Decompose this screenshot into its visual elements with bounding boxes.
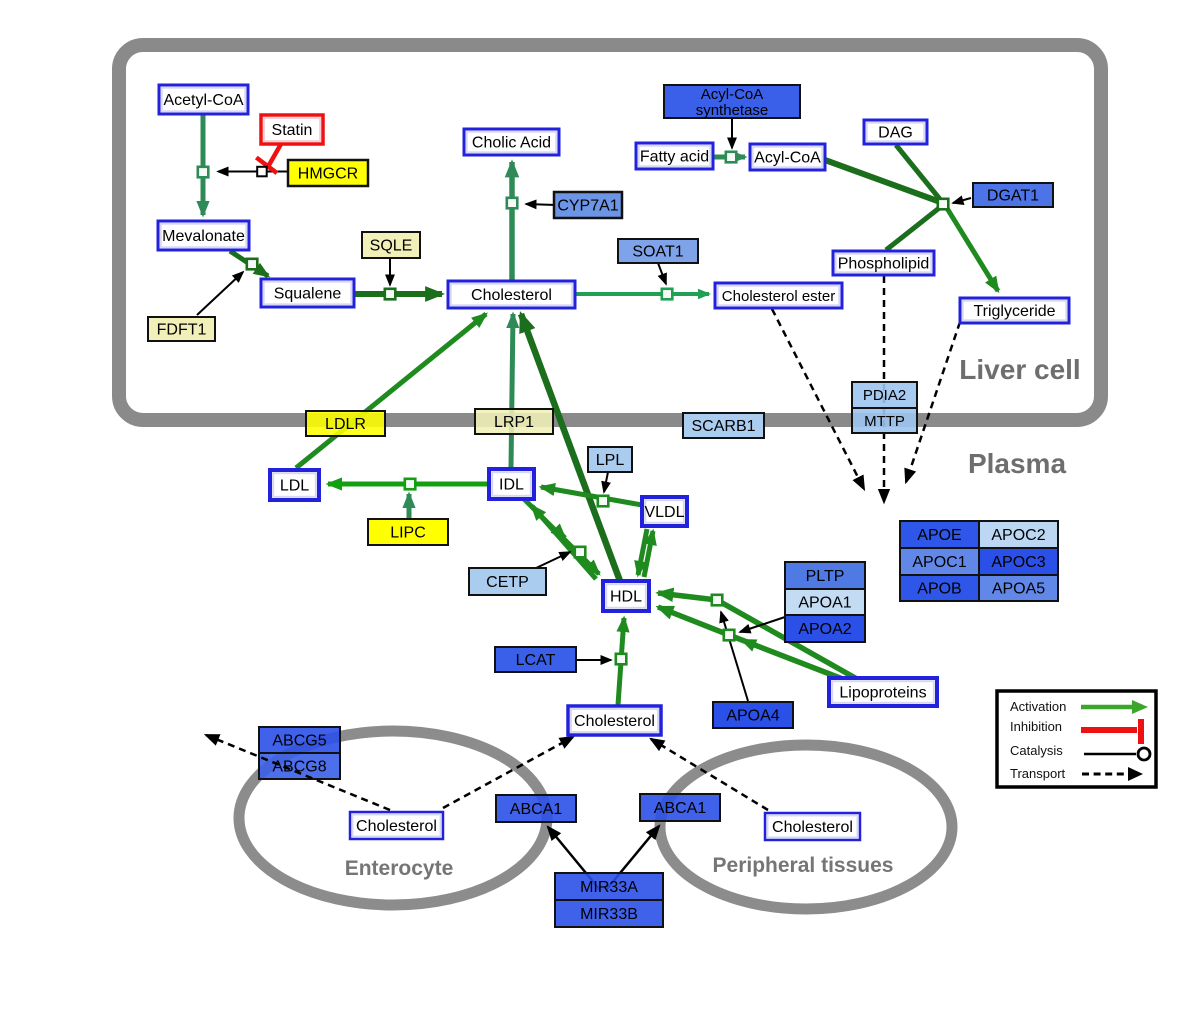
svg-text:LRP1: LRP1 <box>494 414 534 431</box>
svg-text:Triglyceride: Triglyceride <box>973 303 1055 320</box>
svg-text:APOA2: APOA2 <box>798 621 851 638</box>
svg-text:Cholesterol: Cholesterol <box>574 713 655 730</box>
svg-text:SQLE: SQLE <box>370 238 413 255</box>
svg-text:LPL: LPL <box>596 452 625 469</box>
svg-text:Fatty acid: Fatty acid <box>640 149 709 166</box>
svg-text:SOAT1: SOAT1 <box>632 244 683 261</box>
svg-text:DAG: DAG <box>878 125 913 142</box>
svg-text:Acyl-CoA: Acyl-CoA <box>754 150 821 167</box>
svg-text:LDL: LDL <box>280 478 309 495</box>
svg-text:FDFT1: FDFT1 <box>157 322 207 339</box>
svg-text:Enterocyte: Enterocyte <box>345 857 454 880</box>
svg-text:CYP7A1: CYP7A1 <box>557 198 618 215</box>
svg-text:Catalysis: Catalysis <box>1010 743 1063 758</box>
svg-text:ABCG5: ABCG5 <box>272 733 326 750</box>
svg-text:ABCA1: ABCA1 <box>654 800 707 817</box>
svg-text:Cholesterol ester: Cholesterol ester <box>722 288 835 305</box>
svg-text:Cholesterol: Cholesterol <box>772 819 853 836</box>
svg-text:synthetase: synthetase <box>696 102 769 119</box>
svg-text:APOC1: APOC1 <box>912 554 966 571</box>
svg-text:Lipoproteins: Lipoproteins <box>839 685 926 702</box>
svg-text:Inhibition: Inhibition <box>1010 719 1062 734</box>
svg-text:HMGCR: HMGCR <box>298 166 358 183</box>
svg-text:LCAT: LCAT <box>516 652 556 669</box>
svg-text:Cholic Acid: Cholic Acid <box>472 135 551 152</box>
svg-text:Acyl-CoA: Acyl-CoA <box>701 86 764 103</box>
svg-text:APOC2: APOC2 <box>991 527 1045 544</box>
svg-text:Statin: Statin <box>272 122 313 139</box>
svg-text:Transport: Transport <box>1010 766 1066 781</box>
svg-text:Liver cell: Liver cell <box>959 354 1080 385</box>
svg-text:Peripheral tissues: Peripheral tissues <box>713 854 894 877</box>
svg-text:DGAT1: DGAT1 <box>987 188 1039 205</box>
svg-text:Plasma: Plasma <box>968 448 1066 479</box>
svg-text:APOB: APOB <box>917 581 961 598</box>
svg-text:PDIA2: PDIA2 <box>863 387 906 404</box>
svg-text:MIR33B: MIR33B <box>580 906 638 923</box>
svg-text:APOC3: APOC3 <box>991 554 1045 571</box>
svg-text:Activation: Activation <box>1010 699 1066 714</box>
svg-text:Phospholipid: Phospholipid <box>838 256 930 273</box>
svg-text:MTTP: MTTP <box>864 413 905 430</box>
svg-text:LDLR: LDLR <box>325 416 366 433</box>
svg-text:Mevalonate: Mevalonate <box>162 228 245 245</box>
svg-text:CETP: CETP <box>486 574 529 591</box>
svg-text:SCARB1: SCARB1 <box>691 418 755 435</box>
svg-text:APOA4: APOA4 <box>726 708 779 725</box>
svg-text:APOA5: APOA5 <box>992 581 1045 598</box>
svg-text:Cholesterol: Cholesterol <box>471 287 552 304</box>
svg-text:APOE: APOE <box>917 527 961 544</box>
svg-text:Acetyl-CoA: Acetyl-CoA <box>163 92 243 109</box>
svg-text:VLDL: VLDL <box>644 504 684 521</box>
svg-text:IDL: IDL <box>499 477 524 494</box>
svg-text:Squalene: Squalene <box>274 286 342 303</box>
svg-text:PLTP: PLTP <box>806 568 845 585</box>
svg-text:MIR33A: MIR33A <box>580 879 638 896</box>
svg-text:Cholesterol: Cholesterol <box>356 818 437 835</box>
svg-text:APOA1: APOA1 <box>798 595 851 612</box>
svg-text:LIPC: LIPC <box>390 525 426 542</box>
svg-text:ABCA1: ABCA1 <box>510 801 563 818</box>
svg-text:HDL: HDL <box>610 589 642 606</box>
svg-text:ABCG8: ABCG8 <box>272 759 326 776</box>
